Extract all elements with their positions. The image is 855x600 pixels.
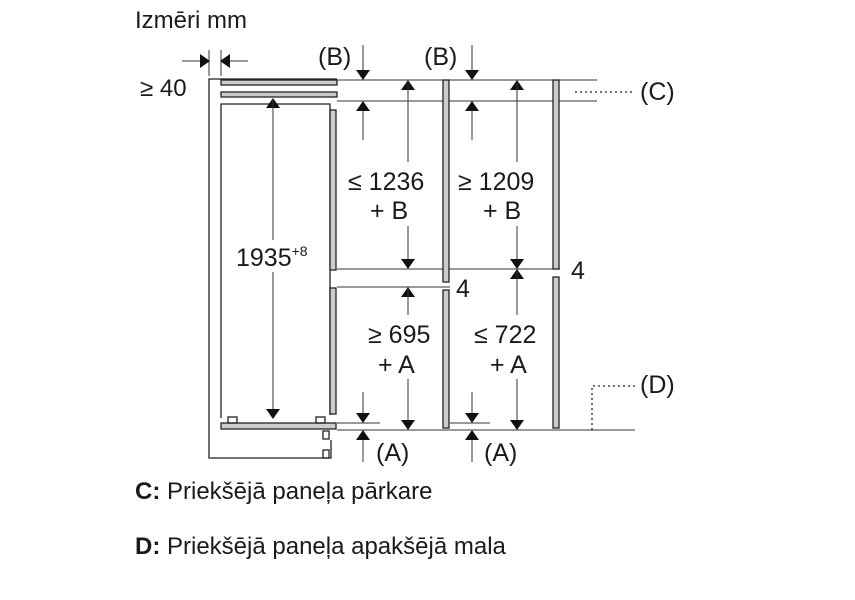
lower-2-line-2: + A bbox=[490, 351, 527, 379]
label-a-1: (A) bbox=[376, 439, 409, 467]
upper-1-line-1: ≤ 1236 bbox=[348, 168, 424, 196]
side-gap-label: ≥ 40 bbox=[140, 75, 187, 102]
upper-2-line-1: ≥ 1209 bbox=[458, 168, 534, 196]
legend-d: D: Priekšējā paneļa apakšējā mala bbox=[135, 533, 506, 561]
lower-1-line-2: + A bbox=[378, 351, 415, 379]
dimension-arrows-column-1 bbox=[356, 45, 415, 462]
title: Izmēri mm bbox=[135, 7, 247, 34]
legend-c: C: Priekšējā paneļa pārkare bbox=[135, 478, 432, 506]
legend-d-text: Priekšējā paneļa apakšējā mala bbox=[160, 533, 506, 560]
label-b-1-text: (B) bbox=[318, 43, 352, 71]
label-b-2-text: (B) bbox=[424, 43, 458, 71]
gap-label-1: 4 bbox=[456, 275, 470, 303]
cabinet: 1935+8 bbox=[208, 78, 338, 459]
gap-label-2: 4 bbox=[571, 257, 585, 285]
side-gap-dimension: ≥ 40 bbox=[140, 50, 248, 102]
lower-2-line-1: ≤ 722 bbox=[474, 321, 536, 349]
front-panels bbox=[442, 79, 560, 429]
legend-c-text: Priekšējā paneļa pārkare bbox=[160, 478, 433, 505]
lower-1-line-1: ≥ 695 bbox=[368, 321, 430, 349]
legend-c-key: C: bbox=[135, 478, 161, 505]
label-c: (C) bbox=[640, 78, 675, 106]
upper-2-line-2: + B bbox=[483, 197, 521, 225]
label-d: (D) bbox=[640, 371, 675, 399]
height-main-label: 1935+8 bbox=[236, 243, 308, 272]
label-a-2: (A) bbox=[484, 439, 517, 467]
dimension-arrows-column-2 bbox=[465, 45, 524, 462]
legend-d-key: D: bbox=[135, 533, 161, 560]
upper-1-line-2: + B bbox=[370, 197, 408, 225]
